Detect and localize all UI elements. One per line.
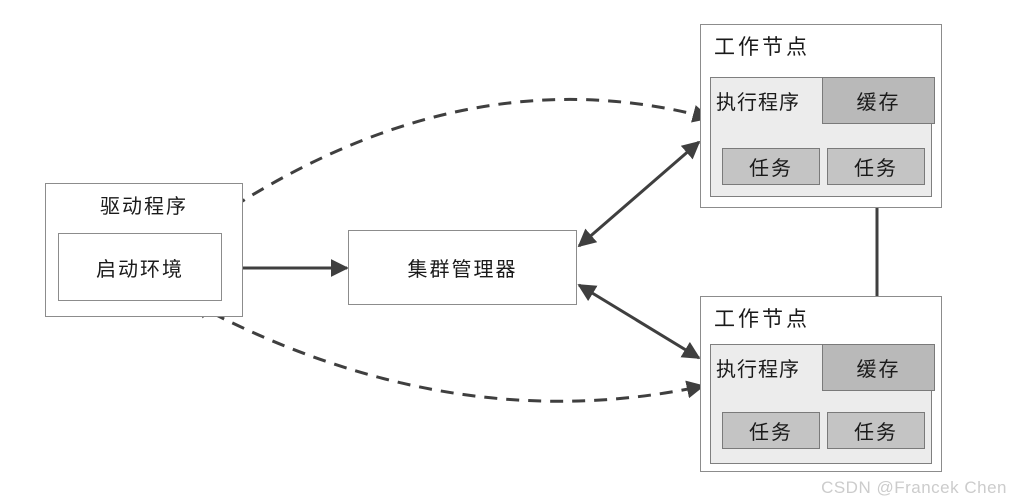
worker-top-task-box-1: 任务 xyxy=(722,148,820,185)
arrow-clustermanager-worker-top xyxy=(577,140,701,248)
dashed-arrow-driver-worker-top xyxy=(195,98,711,233)
worker-bottom-cache-label: 缓存 xyxy=(856,359,901,381)
worker-top-executor-box: 执行程序 缓存 任务 任务 xyxy=(710,77,935,197)
driver-program-box: 驱动程序 启动环境 xyxy=(45,183,243,317)
worker-bottom-task-label-2: 任务 xyxy=(854,422,898,444)
launch-environment-box: 启动环境 xyxy=(58,233,222,301)
worker-top-cache-label: 缓存 xyxy=(856,92,901,114)
cluster-manager-box: 集群管理器 xyxy=(348,230,577,305)
worker-node-bottom-box: 工作节点 执行程序 缓存 任务 任务 xyxy=(700,296,942,472)
worker-node-top-label: 工作节点 xyxy=(714,35,810,59)
worker-top-task-label-2: 任务 xyxy=(854,158,898,180)
worker-top-task-box-2: 任务 xyxy=(827,148,925,185)
worker-top-cache-box: 缓存 xyxy=(822,77,935,124)
worker-bottom-executor-label: 执行程序 xyxy=(716,359,800,381)
worker-top-executor-label: 执行程序 xyxy=(716,92,800,114)
worker-bottom-task-label-1: 任务 xyxy=(749,422,793,444)
driver-program-label: 驱动程序 xyxy=(100,196,188,218)
worker-node-top-box: 工作节点 执行程序 缓存 任务 任务 xyxy=(700,24,942,208)
worker-top-task-label-1: 任务 xyxy=(749,158,793,180)
dashed-arrow-driver-worker-bottom xyxy=(191,301,705,403)
csdn-watermark: CSDN @Francek Chen xyxy=(821,478,1007,497)
arrow-clustermanager-worker-bottom xyxy=(577,283,701,360)
worker-bottom-task-box-2: 任务 xyxy=(827,412,925,449)
worker-bottom-task-box-1: 任务 xyxy=(722,412,820,449)
worker-node-bottom-label: 工作节点 xyxy=(714,307,810,331)
launch-environment-label: 启动环境 xyxy=(96,258,184,281)
cluster-manager-label: 集群管理器 xyxy=(407,259,518,281)
worker-bottom-executor-box: 执行程序 缓存 任务 任务 xyxy=(710,344,935,464)
worker-bottom-cache-box: 缓存 xyxy=(822,344,935,391)
